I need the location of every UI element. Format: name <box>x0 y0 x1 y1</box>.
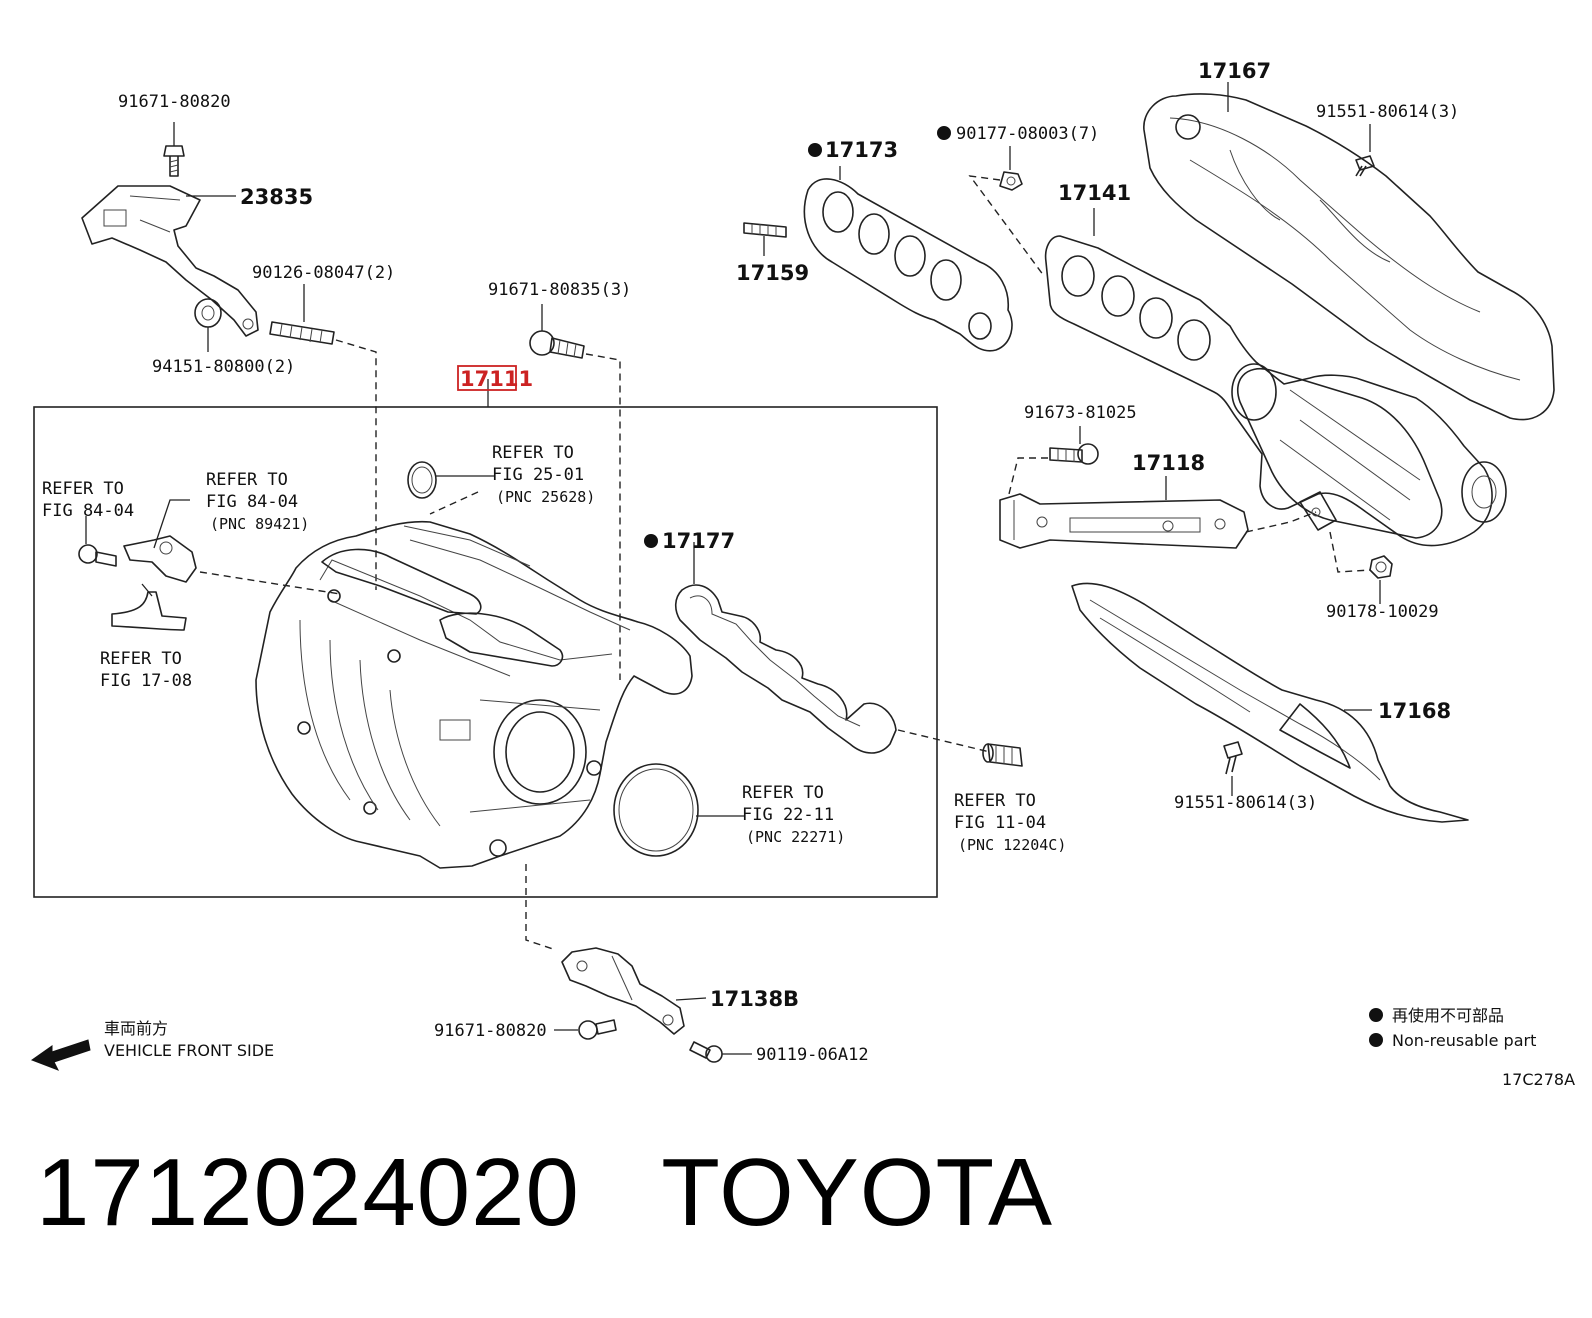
non-reusable-bullet-icon <box>808 143 822 157</box>
callout-90119-06a12: 90119-06A12 <box>756 1045 869 1065</box>
refer-fig-17-08-line2: FIG 17-08 <box>100 671 192 691</box>
gasket-17173-drawing <box>803 178 1013 352</box>
highlight-box-17111 <box>457 365 517 391</box>
legend-bullet-icon <box>1369 1008 1383 1022</box>
callout-17118: 17118 <box>1132 451 1205 475</box>
refer-fig-17-08-line1: REFER TO <box>100 649 182 669</box>
refer-fig-84-04b-line1: REFER TO <box>206 470 288 490</box>
refer-fig-22-11-line1: REFER TO <box>742 783 824 803</box>
legend-en: Non-reusable part <box>1392 1031 1536 1050</box>
bolt-91551-bottom-drawing <box>1223 741 1243 775</box>
drawing-code: 17C278A <box>1502 1070 1575 1089</box>
bolt-91671-80835-drawing <box>529 330 585 359</box>
bracket-17138b-drawing <box>561 947 685 1035</box>
callout-17138b: 17138B <box>710 987 799 1011</box>
refer-fig-11-04-line1: REFER TO <box>954 791 1036 811</box>
callout-91671-80835: 91671-80835(3) <box>488 280 631 300</box>
callout-90178-10029: 90178-10029 <box>1326 602 1439 622</box>
vehicle-front-en: VEHICLE FRONT SIDE <box>104 1041 274 1060</box>
heat-insulator-17167-drawing <box>1143 93 1555 421</box>
refer-fig-11-04-line3: (PNC 12204C) <box>958 836 1066 854</box>
refer-fig-11-04-line2: FIG 11-04 <box>954 813 1046 833</box>
callout-94151-80800: 94151-80800(2) <box>152 357 295 377</box>
bolt-91673-drawing <box>1049 443 1099 465</box>
callout-91671-80820-top: 91671-80820 <box>118 92 231 112</box>
refer-fig-22-11-line3: (PNC 22271) <box>746 828 845 846</box>
intake-manifold-frame <box>33 406 938 898</box>
intake-manifold-17111-drawing <box>78 461 897 869</box>
non-reusable-bullet-icon <box>937 126 951 140</box>
callout-91551-80614-top: 91551-80614(3) <box>1316 102 1459 122</box>
part-number-caption: 1712024020 TOYOTA <box>36 1138 1053 1248</box>
callout-17111[interactable]: 17111 <box>460 367 533 391</box>
callout-17141: 17141 <box>1058 181 1131 205</box>
refer-fig-84-04b-line2: FIG 84-04 <box>206 492 298 512</box>
refer-fig-22-11-line2: FIG 22-11 <box>742 805 834 825</box>
brand-name: TOYOTA <box>661 1139 1054 1246</box>
callout-17159: 17159 <box>736 261 809 285</box>
non-reusable-bullet-icon <box>644 534 658 548</box>
plug-12204c-drawing <box>982 743 1023 767</box>
callout-17168: 17168 <box>1378 699 1451 723</box>
part-number: 1712024020 <box>36 1139 580 1246</box>
refer-fig-25-01-line1: REFER TO <box>492 443 574 463</box>
bracket-17118-drawing <box>999 493 1249 549</box>
heat-insulator-17168-drawing <box>1071 582 1469 823</box>
refer-fig-84-04b-line3: (PNC 89421) <box>210 515 309 533</box>
refer-fig-84-04a-line1: REFER TO <box>42 479 124 499</box>
nut-90177-drawing <box>999 171 1023 191</box>
bracket-23835-drawing <box>81 145 335 345</box>
bolt-91671-80820-bottom-drawing <box>578 1019 617 1040</box>
callout-91551-80614-bottom: 91551-80614(3) <box>1174 793 1317 813</box>
vehicle-front-arrow-icon <box>30 1039 91 1071</box>
refer-fig-84-04a-line2: FIG 84-04 <box>42 501 134 521</box>
callout-17177: 17177 <box>662 529 735 553</box>
callout-17173: 17173 <box>825 138 898 162</box>
callout-23835: 23835 <box>240 185 313 209</box>
exhaust-manifold-17141-drawing <box>1044 235 1507 547</box>
stud-17159-drawing <box>743 222 787 238</box>
callout-91673-81025: 91673-81025 <box>1024 403 1137 423</box>
callout-90177-08003: 90177-08003(7) <box>956 124 1099 144</box>
legend-jp: 再使用不可部品 <box>1392 1006 1504 1025</box>
bolt-90119-drawing <box>689 1041 723 1063</box>
callout-17167: 17167 <box>1198 59 1271 83</box>
vehicle-front-jp: 車両前方 <box>104 1019 168 1038</box>
legend-bullet-icon <box>1369 1033 1383 1047</box>
refer-fig-25-01-line3: (PNC 25628) <box>496 488 595 506</box>
refer-fig-25-01-line2: FIG 25-01 <box>492 465 584 485</box>
callout-91671-80820-bottom: 91671-80820 <box>434 1021 547 1041</box>
nut-90178-drawing <box>1369 555 1393 579</box>
callout-90126-08047: 90126-08047(2) <box>252 263 395 283</box>
